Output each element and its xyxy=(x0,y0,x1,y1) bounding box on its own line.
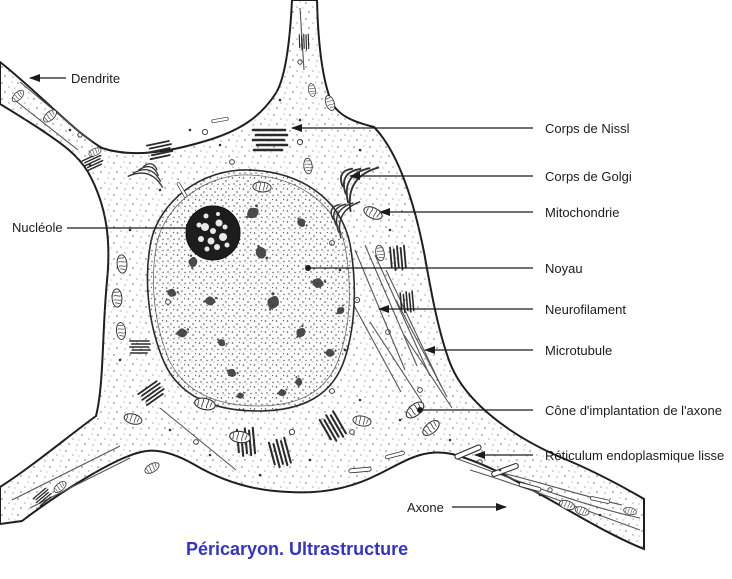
nucleolus xyxy=(185,205,241,261)
label-corps-de-golgi: Corps de Golgi xyxy=(349,169,632,184)
label-cone-implantation: Cône d'implantation de l'axone xyxy=(417,403,722,418)
label-corps-de-nissl: Corps de Nissl xyxy=(291,121,630,136)
label-neurofilament: Neurofilament xyxy=(378,302,626,317)
label-mitochondrie: Mitochondrie xyxy=(379,205,619,220)
label-nucleole: Nucléole xyxy=(12,220,197,235)
label-text: Microtubule xyxy=(545,343,612,358)
label-text: Corps de Nissl xyxy=(545,121,630,136)
label-text: Cône d'implantation de l'axone xyxy=(545,403,722,418)
label-axone: Axone xyxy=(407,500,507,515)
polysome-dots xyxy=(68,98,602,517)
neurofilament-microtubule-lines xyxy=(11,7,641,531)
label-dendrite: Dendrite xyxy=(29,71,120,86)
label-text: Corps de Golgi xyxy=(545,169,632,184)
perikaryon-cell-body xyxy=(0,0,645,551)
figure-title: Péricaryon. Ultrastructure xyxy=(186,539,408,559)
label-text: Neurofilament xyxy=(545,302,626,317)
label-text: Nucléole xyxy=(12,220,63,235)
nucleus xyxy=(146,169,356,412)
label-text: Axone xyxy=(407,500,444,515)
label-text: Mitochondrie xyxy=(545,205,619,220)
label-noyau: Noyau xyxy=(305,261,583,276)
label-microtubule: Microtubule xyxy=(424,343,612,358)
label-text: Réticulum endoplasmique lisse xyxy=(545,448,724,463)
label-text: Dendrite xyxy=(71,71,120,86)
labels-layer: Dendrite Nucléole Corps de Nissl Corps d… xyxy=(12,71,724,515)
label-text: Noyau xyxy=(545,261,583,276)
vesicles-group xyxy=(77,59,553,493)
label-reticulum: Réticulum endoplasmique lisse xyxy=(474,448,724,463)
